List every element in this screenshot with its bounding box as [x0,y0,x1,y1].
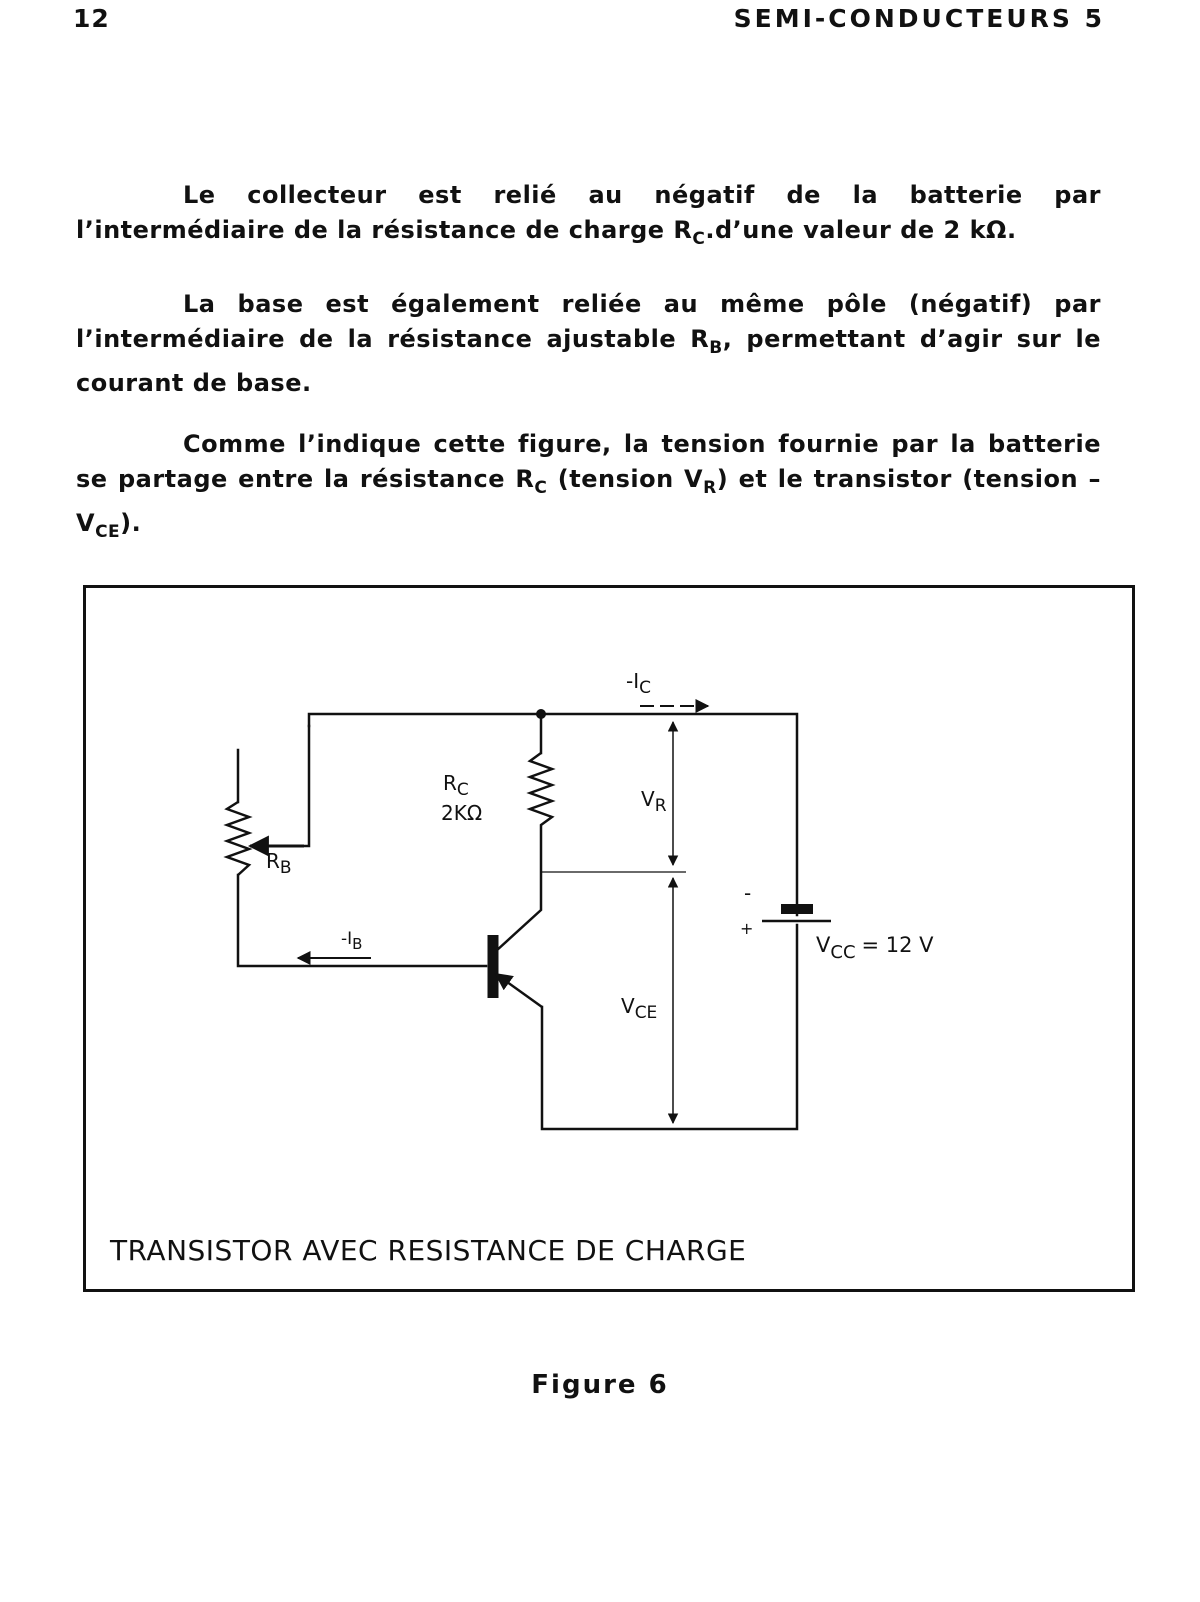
subscript: C [692,229,706,249]
paragraph-base: La base est également reliée au même pôl… [76,287,1101,401]
circuit-diagram: -IC RC 2KΩ VR RB -IB VCE - + VCC= 12 V [223,669,934,1131]
battery-minus-label: - [744,881,751,905]
subscript: CE [95,522,121,542]
rc-label: RC [443,771,469,800]
paragraph-text: .d’une valeur de 2 kΩ. [705,216,1017,244]
paragraph-text: ). [120,509,142,537]
emitter-wire [540,923,799,1131]
vr-label: VR [641,787,667,816]
paragraph-text: ) et le transistor (tension – V [76,465,1101,537]
battery-plus-label: + [740,919,753,938]
subscript: C [534,478,548,498]
vce-label: VCE [621,994,657,1023]
figure-caption: Figure 6 [531,1370,669,1400]
page-header: 12 SEMI-CONDUCTEURS 5 [0,2,1200,42]
paragraph-text: , permettant d’agir sur le courant de ba… [76,325,1102,397]
paragraph-collector: Le collecteur est relié au négatif de la… [76,178,1101,257]
junction-dot [536,709,546,719]
rb-feed-wire [264,724,311,848]
resistor-rc-symbol [495,751,556,952]
paragraph-voltage: Comme l’indique cette figure, la tension… [76,427,1101,550]
base-wire [236,873,488,968]
paragraph-text: Comme l’indique cette figure, la tension… [76,430,1101,493]
rb-label: RB [266,849,292,878]
ib-label: -IB [341,929,362,953]
page-number: 12 [73,4,110,33]
figure-box-title: TRANSISTOR AVEC RESISTANCE DE CHARGE [110,1234,747,1267]
top-wire [307,712,799,917]
figure-box: -IC RC 2KΩ VR RB -IB VCE - + VCC= 12 V T… [83,585,1135,1292]
subscript: R [703,478,717,498]
rc-value-label: 2KΩ [441,801,482,825]
paragraph-text: La base est également reliée au même pôl… [76,290,1101,353]
resistor-rb-symbol [223,800,253,876]
transistor-emitter-leg [494,972,543,1009]
paragraph-text: Le collecteur est relié au négatif de la… [76,181,1101,244]
subscript: B [709,338,723,358]
running-title: SEMI-CONDUCTEURS 5 [733,4,1105,33]
vcc-label: VCC= 12 V [816,933,934,963]
paragraph-text: (tension V [547,465,704,493]
ic-label: -IC [626,669,651,698]
